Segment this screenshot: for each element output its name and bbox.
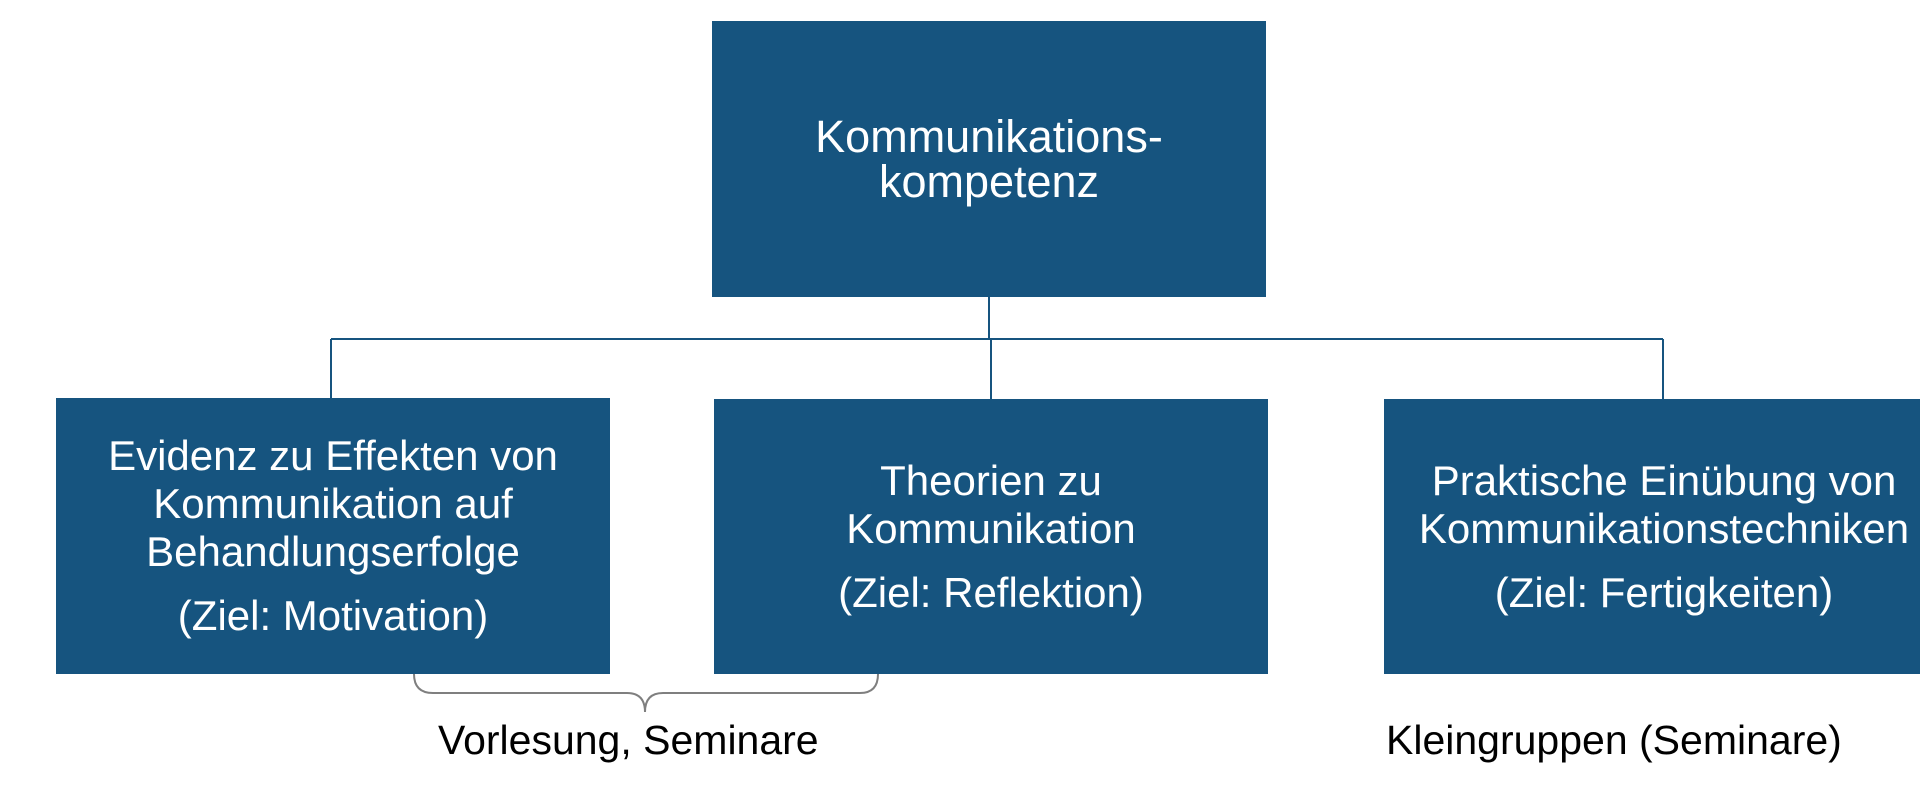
root-line-1: Kommunikations- (815, 111, 1163, 162)
root-line-2: kompetenz (878, 156, 1100, 207)
evidence-line-1: Evidenz zu Effekten von (108, 432, 558, 479)
theory-line-1: Theorien zu (880, 456, 1102, 504)
child-node-practice: Praktische Einübung von Kommunikationste… (1384, 399, 1920, 674)
evidence-goal: (Ziel: Motivation) (177, 592, 489, 639)
practice-line-1: Praktische Einübung von (1431, 456, 1897, 504)
curly-brace (413, 673, 879, 713)
child-node-theory: Theorien zu Kommunikation (Ziel: Reflekt… (714, 399, 1268, 674)
caption-small-groups: Kleingruppen (Seminare) (1386, 717, 1842, 763)
evidence-line-2: Kommunikation auf (153, 480, 513, 527)
evidence-line-3: Behandlungserfolge (146, 528, 520, 575)
practice-goal: (Ziel: Fertigkeiten) (1494, 568, 1834, 616)
practice-line-2: Kommunikationstechniken (1418, 504, 1910, 552)
caption-lecture-seminars: Vorlesung, Seminare (438, 717, 819, 763)
theory-line-2: Kommunikation (846, 504, 1136, 552)
theory-goal: (Ziel: Reflektion) (838, 568, 1144, 616)
root-node: Kommunikations- kompetenz (712, 21, 1266, 297)
child-node-evidence: Evidenz zu Effekten von Kommunikation au… (56, 398, 610, 674)
